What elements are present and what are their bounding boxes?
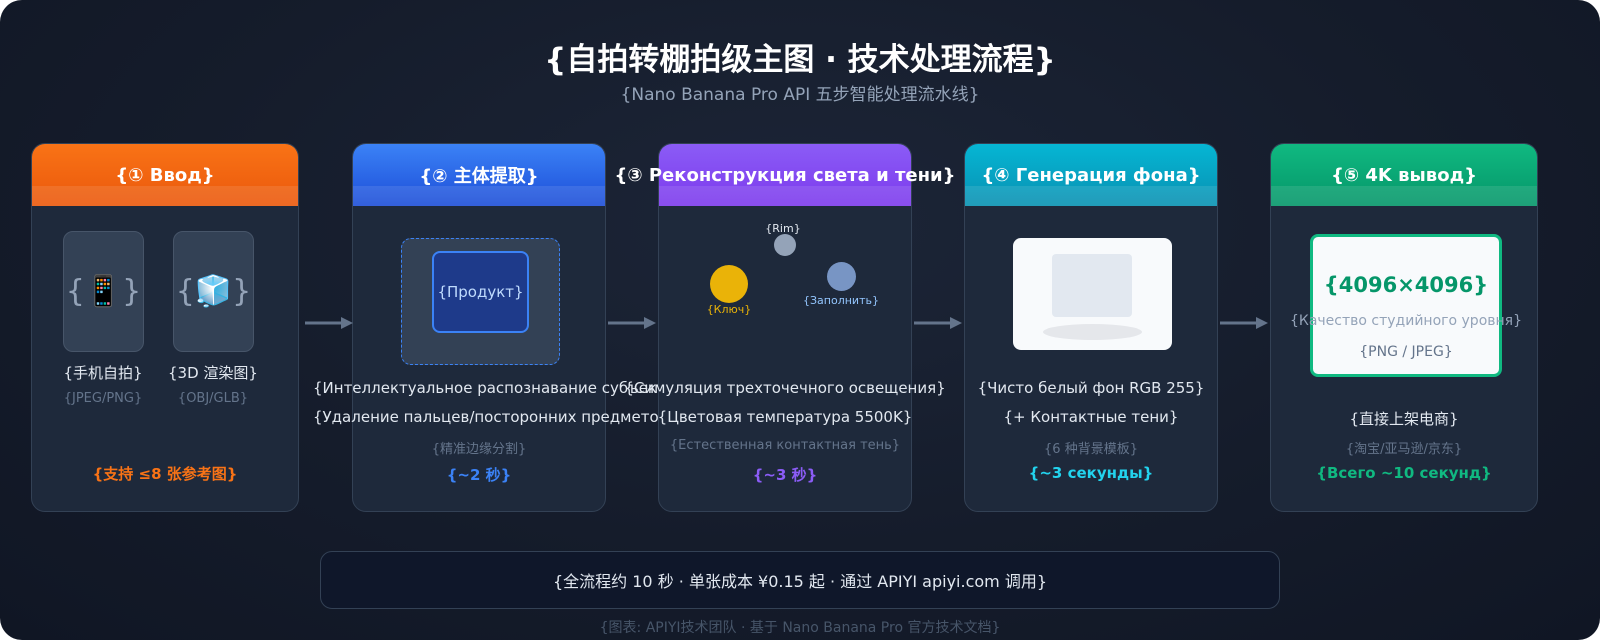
key-light-icon xyxy=(710,265,748,303)
arrow-right-icon xyxy=(305,317,353,329)
summary-banner: {全流程约 10 秒 · 单张成本 ¥0.15 起 · 通过 APIYI api… xyxy=(320,551,1280,609)
fill-light-icon xyxy=(827,262,856,291)
step-accent-extraction: {~2 秒} xyxy=(446,466,512,484)
key-light-label: {Ключ} xyxy=(706,303,752,316)
step-card-extraction: {② 主体提取} {Продукт} {Интеллектуальное рас… xyxy=(313,143,684,512)
step-line-3: {6 种背景模板} xyxy=(1044,442,1138,457)
output-resolution: {4096×4096} xyxy=(1323,273,1489,297)
step-header-lighting: {③ Реконструкция света и тени} xyxy=(615,144,955,206)
step-header-label: {② 主体提取} xyxy=(419,166,539,187)
step-header-extraction: {② 主体提取} xyxy=(353,144,605,206)
step-line-2: {Цветовая температура 5500K} xyxy=(657,408,913,426)
step-card-background: {④ Генерация фона} {Чисто белый фон RGB … xyxy=(964,143,1218,512)
segmentation-box: {Продукт} xyxy=(401,238,560,365)
diagram-subtitle: {Nano Banana Pro API 五步智能处理流水线} xyxy=(620,85,980,105)
step-header-background: {④ Генерация фона} xyxy=(965,144,1217,206)
arrow-right-icon xyxy=(608,317,656,329)
step-accent-lighting: {~3 秒} xyxy=(752,466,818,484)
step-line-1: {直接上架电商} xyxy=(1349,410,1459,428)
fill-light-label: {Заполнить} xyxy=(803,294,879,307)
step-header-output: {⑤ 4K вывод} xyxy=(1271,144,1537,206)
device-label-selfie: {手机自拍} xyxy=(63,364,143,382)
arrow-right-icon xyxy=(914,317,962,329)
step-line-3: {Естественная контактная тень} xyxy=(669,438,901,453)
step-line-1: {Симуляция трехточечного освещения} xyxy=(624,379,946,397)
cube-icon: {🧊} xyxy=(173,231,254,352)
product-placeholder xyxy=(1052,254,1132,317)
diagram-title: {自拍转棚拍级主图 · 技术处理流程} xyxy=(544,42,1056,78)
product-box: {Продукт} xyxy=(432,251,529,333)
step-header-label: {⑤ 4K вывод} xyxy=(1331,164,1477,186)
step-card-input: {① Ввод} {📱} {🧊} {手机自拍} {3D 渲染图} {JPEG/P… xyxy=(31,143,299,512)
step-line-2: {+ Контактные тени} xyxy=(1003,408,1179,426)
step-line-2: {Удаление пальцев/посторонних предметов} xyxy=(313,408,677,426)
step-card-lighting: {③ Реконструкция света и тени} {Rim} {Кл… xyxy=(615,143,955,512)
device-format-selfie: {JPEG/PNG} xyxy=(63,391,143,406)
step-accent-output: {Всего ~10 секунд} xyxy=(1316,464,1492,482)
white-background-preview xyxy=(1013,238,1172,350)
step-line-3: {精准边缘分割} xyxy=(431,442,527,457)
step-header-input: {① Ввод} xyxy=(32,144,298,206)
step-line-1: {Интеллектуальное распознавание субъекта… xyxy=(313,379,685,397)
contact-shadow xyxy=(1043,324,1142,340)
step-card-output: {⑤ 4K вывод} {4096×4096} {Качество студи… xyxy=(1270,143,1538,512)
step-header-label: {③ Реконструкция света и тени} xyxy=(614,164,956,186)
step-line-1: {Чисто белый фон RGB 255} xyxy=(977,379,1205,397)
output-quality: {Качество студийного уровня} xyxy=(1289,313,1522,329)
device-label-3d: {3D 渲染图} xyxy=(168,364,258,382)
mobile-phone-icon: {📱} xyxy=(63,231,144,352)
step-accent-background: {~3 секунды} xyxy=(1028,464,1154,482)
output-formats: {PNG / JPEG} xyxy=(1359,344,1453,360)
step-line-2: {淘宝/亚马逊/京东} xyxy=(1345,442,1463,457)
output-preview: {4096×4096} {Качество студийного уровня}… xyxy=(1290,234,1522,377)
step-header-label: {④ Генерация фона} xyxy=(981,164,1201,186)
rim-light-label: {Rim} xyxy=(765,222,801,235)
device-format-3d: {OBJ/GLB} xyxy=(177,391,249,406)
rim-light-icon xyxy=(774,234,796,256)
arrow-right-icon xyxy=(1220,317,1268,329)
step-header-label: {① Ввод} xyxy=(115,164,215,186)
source-caption: {图表: APIYI技术团队 · 基于 Nano Banana Pro 官方技术… xyxy=(599,620,1001,636)
step-accent-input: {支持 ≤8 张参考图} xyxy=(92,465,238,483)
